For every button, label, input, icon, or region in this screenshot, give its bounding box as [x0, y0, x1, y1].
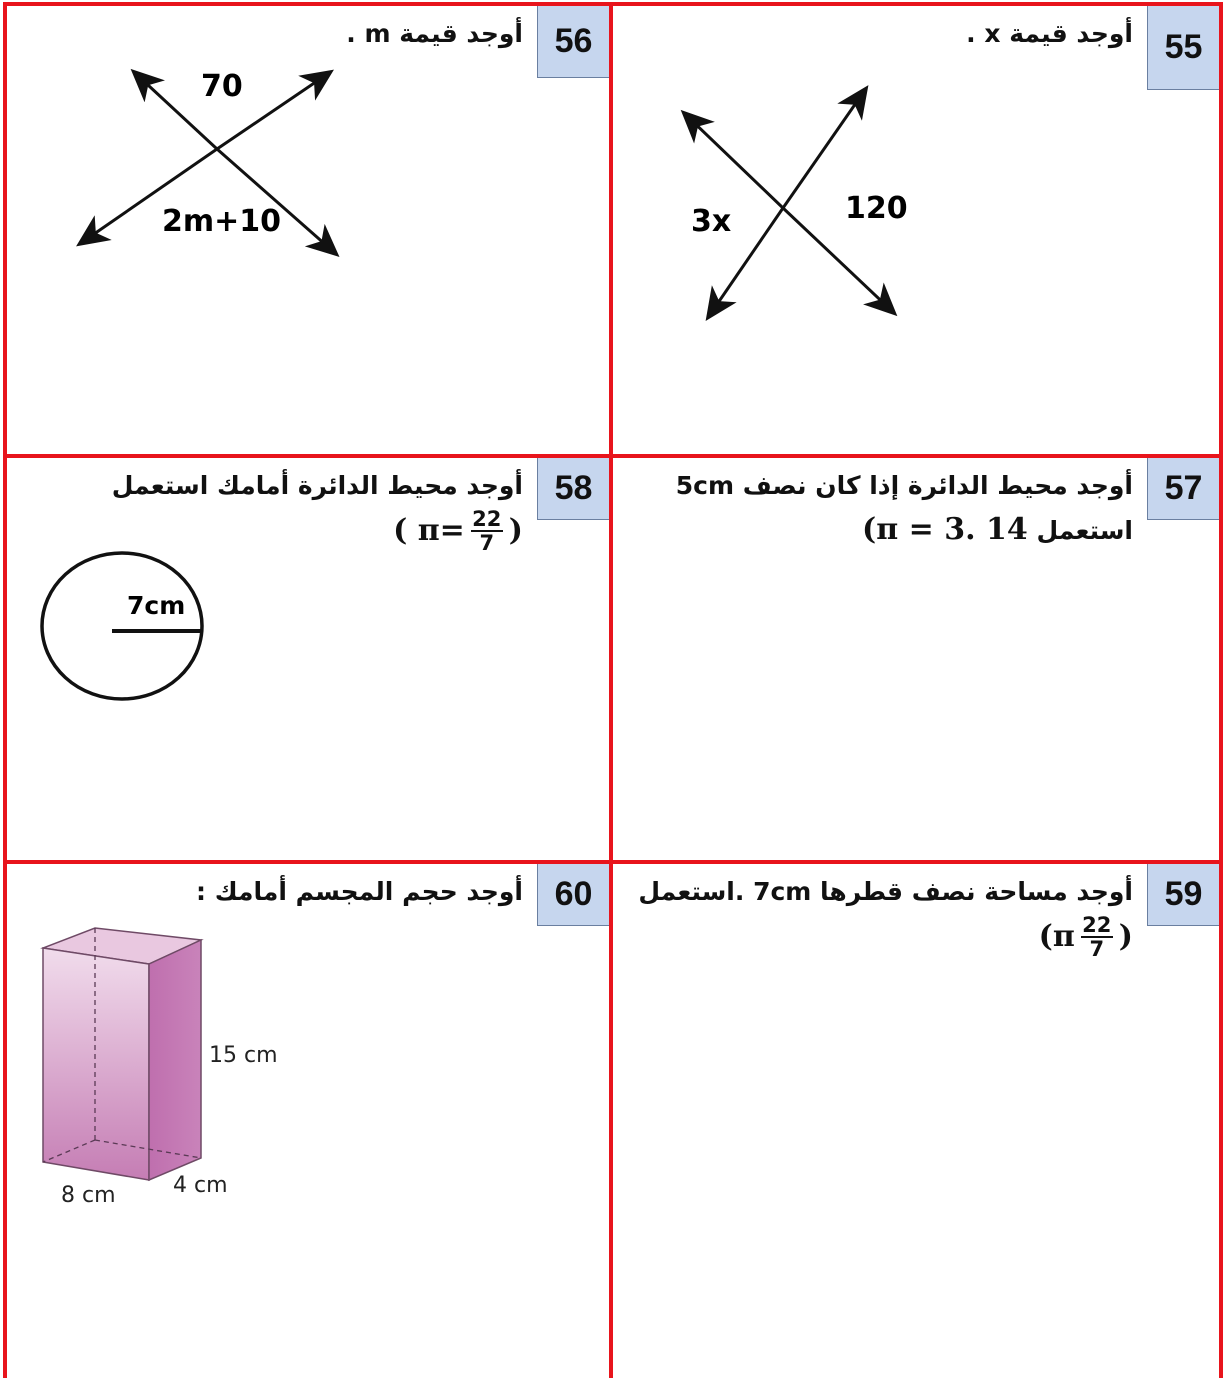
question-60-cell: 60 أوجد حجم المجسم أمامك : 15 cm 8 cm [3, 860, 613, 1378]
question-number-56: 56 [537, 6, 609, 78]
angle-label-left: 3x [691, 204, 731, 239]
angle-label-right: 120 [845, 191, 908, 226]
question-57-prompt: أوجد محيط الدائرة إذا كان نصف 5cm استعمل… [676, 464, 1133, 553]
question-59-text: أوجد مساحة نصف قطرها 7cm .استعمل [638, 877, 1133, 906]
pi-close: ) [1118, 919, 1133, 954]
fraction-denominator: 7 [1089, 937, 1105, 961]
question-55-cell: 55 أوجد قيمة x . 3x 120 [609, 2, 1223, 458]
question-58-cell: 58 أوجد محيط الدائرة أمامك استعمل ( π= 2… [3, 454, 613, 864]
fraction: 22 7 [1080, 913, 1113, 961]
question-number-60: 60 [537, 864, 609, 926]
pi-open: ( π= [393, 513, 465, 548]
question-57-cell: 57 أوجد محيط الدائرة إذا كان نصف 5cm است… [609, 454, 1223, 864]
question-56-prompt: أوجد قيمة m . [346, 19, 523, 48]
question-58-prompt: أوجد محيط الدائرة أمامك استعمل ( π= 22 7… [112, 464, 523, 554]
question-59-cell: 59 أوجد مساحة نصف قطرها 7cm .استعمل (π 2… [609, 860, 1223, 1378]
question-56-cell: 56 أوجد قيمة m . 70 2m+10 [3, 2, 613, 458]
fraction-denominator: 7 [479, 531, 495, 555]
width-label: 4 cm [173, 1173, 228, 1198]
pi-value-59: (π 22 7 ) [1039, 914, 1133, 960]
line-b-2 [705, 207, 785, 321]
line-a-2 [216, 147, 340, 257]
line-a [130, 68, 219, 151]
question-number-55: 55 [1147, 6, 1219, 90]
question-57-text: أوجد محيط الدائرة إذا كان نصف 5cm [675, 471, 1133, 500]
line-a-2 [781, 206, 898, 317]
length-label: 8 cm [61, 1183, 116, 1208]
pi-open: (π [1038, 919, 1075, 954]
height-label: 15 cm [209, 1043, 278, 1068]
pi-value-57: (π = 3. 14 [862, 512, 1028, 547]
rectangular-prism-figure-60: 15 cm 8 cm 4 cm [40, 927, 278, 1208]
question-58-text: أوجد محيط الدائرة أمامك استعمل [111, 471, 523, 500]
line-b-2 [76, 147, 218, 247]
fraction-numerator: 22 [472, 507, 502, 531]
angle-label-top: 70 [201, 69, 243, 104]
question-number-59: 59 [1147, 864, 1219, 926]
pi-value-58: ( π= 22 7 ) [393, 508, 523, 554]
question-59-prompt: أوجد مساحة نصف قطرها 7cm .استعمل (π 22 7… [638, 870, 1133, 960]
question-55-prompt: أوجد قيمة x . [966, 19, 1133, 48]
fraction: 22 7 [470, 507, 503, 555]
line-b [781, 85, 869, 209]
circle-figure-58: 7cm [40, 551, 204, 701]
pi-close: ) [508, 513, 523, 548]
fraction-numerator: 22 [1082, 913, 1112, 937]
angle-label-bottom: 2m+10 [162, 204, 281, 239]
question-60-prompt: أوجد حجم المجسم أمامك : [196, 877, 523, 906]
use-word: استعمل [1036, 516, 1133, 545]
question-number-57: 57 [1147, 458, 1219, 520]
question-number-58: 58 [537, 458, 609, 520]
line-a [680, 109, 785, 210]
intersecting-lines-figure-56: 70 2m+10 [76, 68, 340, 257]
line-b [216, 69, 334, 151]
radius-label: 7cm [127, 591, 185, 620]
question-57-use: استعمل (π = 3. 14 [676, 508, 1133, 553]
intersecting-lines-figure-55: 3x 120 [680, 85, 908, 321]
